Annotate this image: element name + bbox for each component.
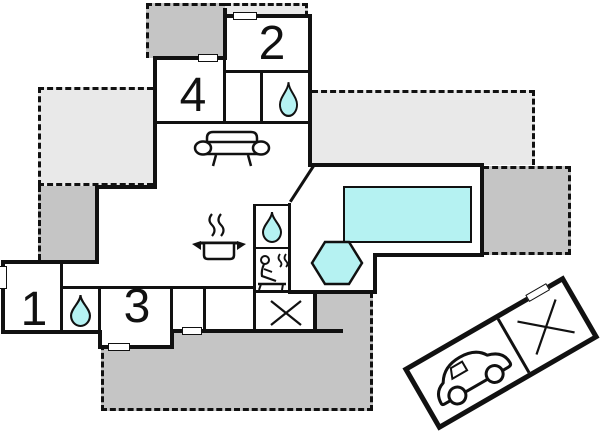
cooking-pot-icon (192, 213, 246, 261)
interior-wall (253, 204, 256, 331)
wall-segment (95, 185, 99, 264)
car-icon (437, 350, 513, 407)
interior-wall (223, 58, 226, 123)
wall-segment (373, 253, 377, 294)
wall-segment (288, 290, 377, 294)
interior-wall (61, 286, 254, 289)
interior-wall (60, 262, 63, 332)
interior-wall (203, 287, 206, 331)
terrace-top-center (146, 3, 225, 58)
cross-icon (270, 300, 302, 326)
cross-icon (517, 299, 575, 355)
interior-wall (288, 203, 291, 292)
room-4-label: 4 (179, 69, 207, 122)
wall-segment (308, 14, 312, 167)
wall-segment (373, 253, 484, 257)
wall-segment (1, 260, 99, 264)
wall-segment (95, 185, 157, 189)
hall-cells-area (172, 287, 255, 331)
water-drop-icon (278, 81, 299, 117)
room-2-label: 2 (258, 17, 286, 70)
wall-segment (98, 345, 174, 349)
terrace-right (483, 166, 571, 255)
wall-segment (170, 329, 174, 349)
water-drop-icon (261, 211, 283, 243)
wall-segment (223, 14, 312, 18)
window-marker (182, 327, 202, 335)
wall-segment (480, 163, 484, 257)
wall-segment (313, 290, 317, 333)
wall-segment (1, 260, 5, 334)
interior-wall (253, 204, 290, 206)
terrace-top-left (38, 87, 153, 186)
swimming-pool (343, 186, 472, 243)
room-3-area (100, 287, 172, 347)
water-drop-icon (69, 294, 92, 327)
interior-wall (253, 247, 290, 249)
window-marker (108, 343, 130, 351)
window-marker (0, 266, 7, 289)
sofa-icon (193, 130, 271, 167)
wall-segment (98, 330, 102, 349)
window-marker (233, 12, 257, 20)
room-3-label: 3 (123, 280, 151, 333)
window-marker (198, 54, 218, 62)
carport (402, 275, 600, 431)
interior-wall (98, 287, 101, 332)
wall-segment (153, 56, 227, 60)
wall-segment (170, 329, 343, 333)
terrace-left (38, 186, 97, 260)
sauna-icon (258, 253, 289, 291)
room-1-label: 1 (20, 283, 48, 336)
hot-tub-icon (310, 240, 364, 286)
terrace-top-right (312, 90, 535, 165)
wall-segment (223, 8, 227, 60)
wall-segment (153, 56, 157, 189)
interior-wall (260, 72, 263, 123)
interior-wall (225, 70, 310, 73)
wall-segment (1, 330, 102, 334)
interior-wall (253, 290, 290, 293)
interior-wall (170, 287, 173, 331)
interior-wall (155, 121, 310, 124)
wall-segment (308, 163, 484, 167)
